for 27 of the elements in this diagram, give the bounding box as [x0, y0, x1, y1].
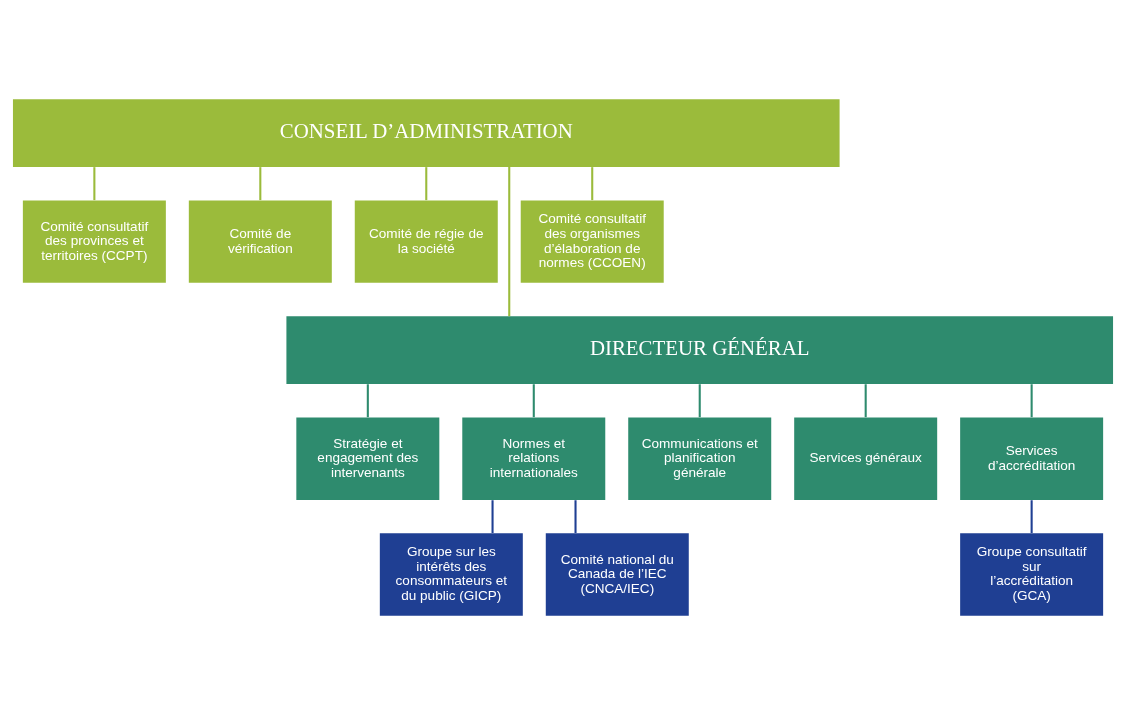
connector: [93, 167, 96, 201]
node-box: Groupe sur les intérêts des consommateurs et du public (GICP): [379, 533, 523, 616]
node-box: Groupe consultatif sur l’accréditation (GCA): [960, 533, 1104, 616]
node-box: Stratégie et engagement des intervenants: [296, 417, 440, 500]
node-box: Services d’accréditation: [960, 417, 1104, 500]
connector: [366, 384, 369, 418]
connector: [1030, 500, 1033, 533]
node-box: Comité de vérification: [188, 200, 332, 283]
connector: [591, 167, 594, 201]
connector: [698, 384, 701, 418]
node-box: Comité consultatif des organismes d’élaboration de normes (CCOEN): [520, 200, 664, 283]
connector: [425, 167, 428, 201]
connector: [259, 167, 262, 201]
node-box: DIRECTEUR GÉNÉRAL: [286, 316, 1114, 385]
node-box: Services généraux: [794, 417, 938, 500]
connector: [508, 167, 511, 317]
node-box: Comité de régie de la société: [354, 200, 498, 283]
connector: [491, 500, 494, 533]
node-box: Comité national du Canada de l’IEC (CNCA/IEC): [545, 533, 689, 616]
connector: [574, 500, 577, 533]
connector: [532, 384, 535, 418]
connector: [1030, 384, 1033, 418]
node-box: Comité consultatif des provinces et territoires (CCPT): [22, 200, 166, 283]
node-box: CONSEIL D’ADMINISTRATION: [12, 99, 840, 167]
node-box: Communications et planification générale: [628, 417, 772, 500]
node-box: Normes et relations internationales: [462, 417, 606, 500]
connector: [864, 384, 867, 418]
